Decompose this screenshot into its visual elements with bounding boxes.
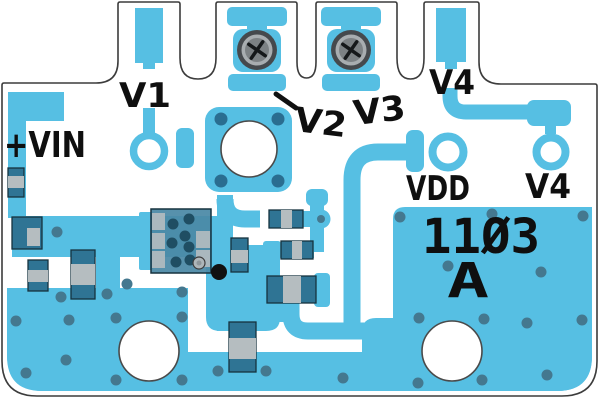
v4-ring-pad: [532, 133, 570, 171]
via-dots: [10, 208, 589, 389]
vdd-ring-pad: [428, 132, 468, 172]
screw-terminal-2: [321, 7, 381, 91]
pin1-marker-dot: [211, 264, 227, 280]
board-marking-rev: A: [447, 253, 489, 309]
screw-icon: [331, 30, 371, 70]
label-v4-top: V4: [429, 63, 475, 103]
screw-terminal-1: [227, 7, 287, 91]
ic-pin-dots: [166, 213, 196, 268]
v2-leader-line: [273, 91, 299, 111]
pad-center-via: [317, 215, 325, 223]
label-vin: +VIN: [4, 125, 86, 166]
label-v2: V2: [292, 100, 348, 146]
trimmer-component: [205, 107, 292, 192]
ic-chip: [150, 208, 212, 274]
ring-pads: [129, 131, 570, 172]
label-v3: V3: [351, 88, 407, 134]
label-vdd: VDD: [406, 169, 470, 209]
mounting-hole: [421, 320, 483, 382]
label-v1: V1: [119, 76, 171, 116]
mounting-hole: [118, 320, 180, 382]
passive-components: [7, 167, 317, 373]
board-marking-number: 11Ø3: [422, 209, 540, 265]
screw-icon: [237, 30, 277, 70]
v1-ring-pad: [129, 131, 169, 171]
mounting-hole: [220, 120, 278, 178]
label-v4-right: V4: [525, 167, 571, 207]
